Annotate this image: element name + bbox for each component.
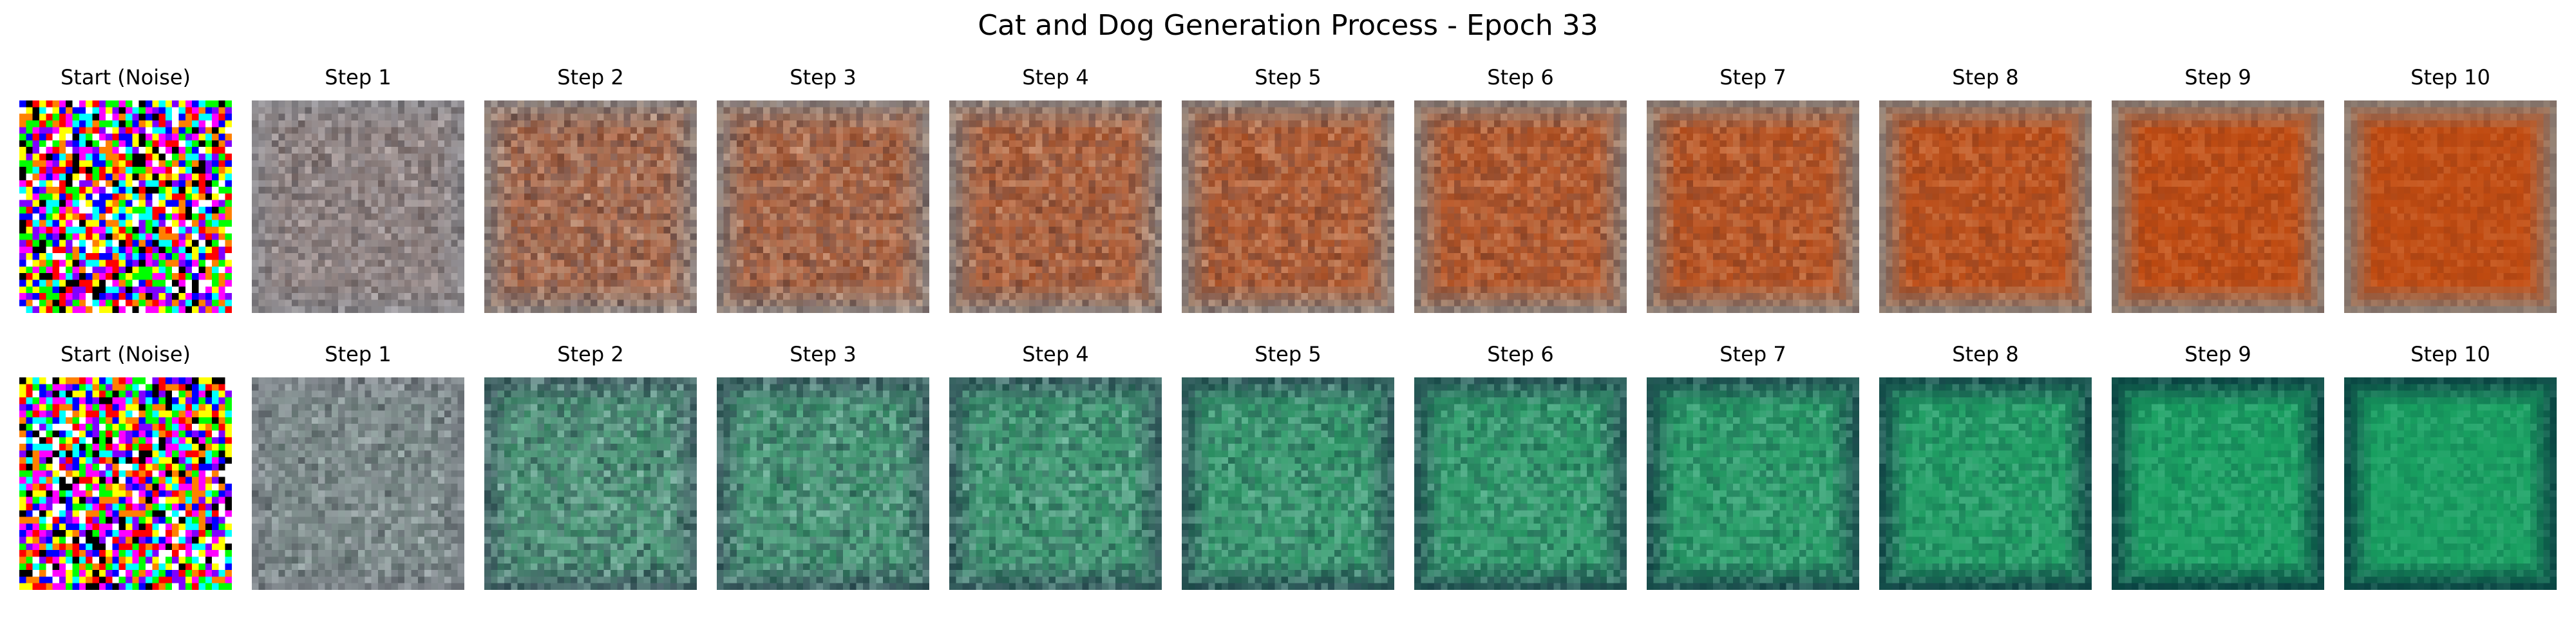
generated-image — [1182, 377, 1394, 590]
generated-image — [717, 100, 929, 313]
panel-title: Step 3 — [790, 65, 857, 90]
figure-title: Cat and Dog Generation Process - Epoch 3… — [978, 9, 1598, 42]
panel-title: Step 4 — [1022, 342, 1089, 366]
generated-image — [252, 100, 464, 313]
generated-image — [2344, 377, 2557, 590]
panel-title: Step 6 — [1487, 342, 1554, 366]
row-cat: Start (Noise) Step 1 Step 2 Step 3 Step 4 Ste… — [0, 64, 2576, 348]
generated-image — [2112, 100, 2324, 313]
generated-image — [19, 100, 232, 313]
generated-image — [1647, 100, 1859, 313]
generated-image — [949, 100, 1162, 313]
generated-image — [2344, 100, 2557, 313]
generated-image — [19, 377, 232, 590]
generated-image — [1647, 377, 1859, 590]
panel-title: Step 9 — [2184, 342, 2251, 366]
generated-image — [1414, 100, 1627, 313]
panel-title: Step 8 — [1952, 65, 2019, 90]
generated-image — [1182, 100, 1394, 313]
generated-image — [1879, 377, 2092, 590]
panel-title: Step 9 — [2184, 65, 2251, 90]
generated-image — [1879, 100, 2092, 313]
generated-image — [717, 377, 929, 590]
generated-image — [2112, 377, 2324, 590]
generated-image — [949, 377, 1162, 590]
panel-title: Step 10 — [2410, 65, 2490, 90]
panel-title: Step 3 — [790, 342, 857, 366]
generated-image — [484, 377, 697, 590]
row-dog: Start (Noise) Step 1 Step 2 Step 3 Step 4 Ste… — [0, 341, 2576, 625]
generated-image — [1414, 377, 1627, 590]
panel-title: Step 5 — [1255, 65, 1321, 90]
generated-image — [252, 377, 464, 590]
generated-image — [484, 100, 697, 313]
panel-title: Step 1 — [325, 65, 392, 90]
panel-title: Step 4 — [1022, 65, 1089, 90]
panel-title: Start (Noise) — [60, 65, 191, 90]
panel-title: Step 6 — [1487, 65, 1554, 90]
panel-title: Step 10 — [2410, 342, 2490, 366]
panel-title: Step 2 — [557, 65, 624, 90]
panel-title: Step 7 — [1719, 65, 1786, 90]
panel-title: Start (Noise) — [60, 342, 191, 366]
panel-title: Step 5 — [1255, 342, 1321, 366]
panel-title: Step 2 — [557, 342, 624, 366]
panel-title: Step 8 — [1952, 342, 2019, 366]
panel-title: Step 1 — [325, 342, 392, 366]
panel-title: Step 7 — [1719, 342, 1786, 366]
